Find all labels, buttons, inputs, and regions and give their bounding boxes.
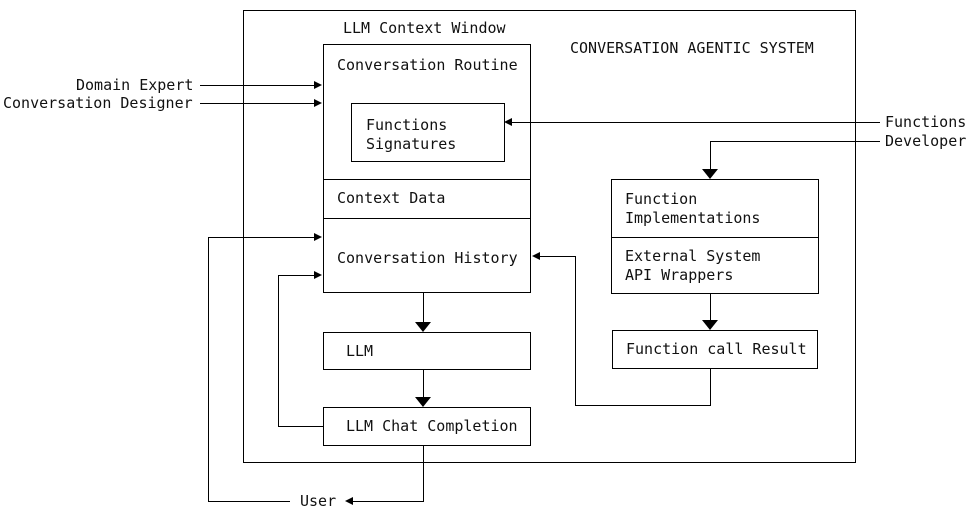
arrowhead-down-icon xyxy=(702,320,718,330)
function-call-result-node: Function call Result xyxy=(612,330,818,369)
edge-line xyxy=(575,405,711,406)
function-implementations-box: Function Implementations External System… xyxy=(611,179,819,294)
divider-implementations-wrappers xyxy=(612,237,818,238)
edge-line xyxy=(710,293,711,320)
arrowhead-right-icon xyxy=(314,81,322,89)
actor-domain-expert: Domain Expert xyxy=(76,76,194,94)
edge-line xyxy=(353,501,424,502)
llm-chat-completion-label: LLM Chat Completion xyxy=(346,417,518,435)
functions-signatures-label: Functions Signatures xyxy=(366,116,457,153)
functions-signatures-node: Functions Signatures xyxy=(351,103,505,162)
edge-line xyxy=(278,426,323,427)
edge-line xyxy=(540,256,575,257)
llm-context-window-box: Conversation Routine Functions Signature… xyxy=(323,44,531,293)
arrowhead-left-icon xyxy=(345,497,353,505)
divider-routine-contextdata xyxy=(324,179,530,180)
divider-contextdata-history xyxy=(324,218,530,219)
arrowhead-right-icon xyxy=(314,99,322,107)
edge-line xyxy=(423,369,424,397)
edge-line xyxy=(200,85,318,86)
conversation-routine-node: Conversation Routine xyxy=(337,56,518,74)
edge-line xyxy=(575,256,576,406)
edge-line xyxy=(710,141,880,142)
edge-line xyxy=(710,368,711,406)
arrowhead-down-icon xyxy=(702,169,718,179)
edge-line xyxy=(200,103,318,104)
llm-context-window-title: LLM Context Window xyxy=(343,19,506,37)
edge-line xyxy=(208,237,209,502)
edge-line xyxy=(512,122,880,123)
arrowhead-left-icon xyxy=(532,252,540,260)
function-call-result-label: Function call Result xyxy=(626,340,807,358)
arrowhead-right-icon xyxy=(314,233,322,241)
conversation-history-node: Conversation History xyxy=(337,249,518,267)
actor-functions-developer: Functions Developer xyxy=(885,113,967,150)
arrowhead-down-icon xyxy=(415,322,431,332)
system-title: CONVERSATION AGENTIC SYSTEM xyxy=(570,39,814,57)
edge-line xyxy=(278,275,279,427)
context-data-node: Context Data xyxy=(337,189,446,207)
edge-line xyxy=(423,293,424,322)
function-implementations-node: Function Implementations xyxy=(625,190,761,227)
arrowhead-right-icon xyxy=(314,271,322,279)
llm-node: LLM xyxy=(323,332,531,370)
llm-chat-completion-node: LLM Chat Completion xyxy=(323,407,531,446)
edge-line xyxy=(423,445,424,502)
edge-line xyxy=(208,237,314,238)
edge-line xyxy=(208,501,290,502)
external-system-api-wrappers-node: External System API Wrappers xyxy=(625,247,761,284)
llm-label: LLM xyxy=(346,341,374,360)
actor-conversation-designer: Conversation Designer xyxy=(3,94,193,112)
arrowhead-down-icon xyxy=(415,397,431,407)
actor-user: User xyxy=(300,492,337,510)
edge-line xyxy=(278,275,314,276)
arrowhead-left-icon xyxy=(504,118,512,126)
edge-line xyxy=(710,141,711,169)
